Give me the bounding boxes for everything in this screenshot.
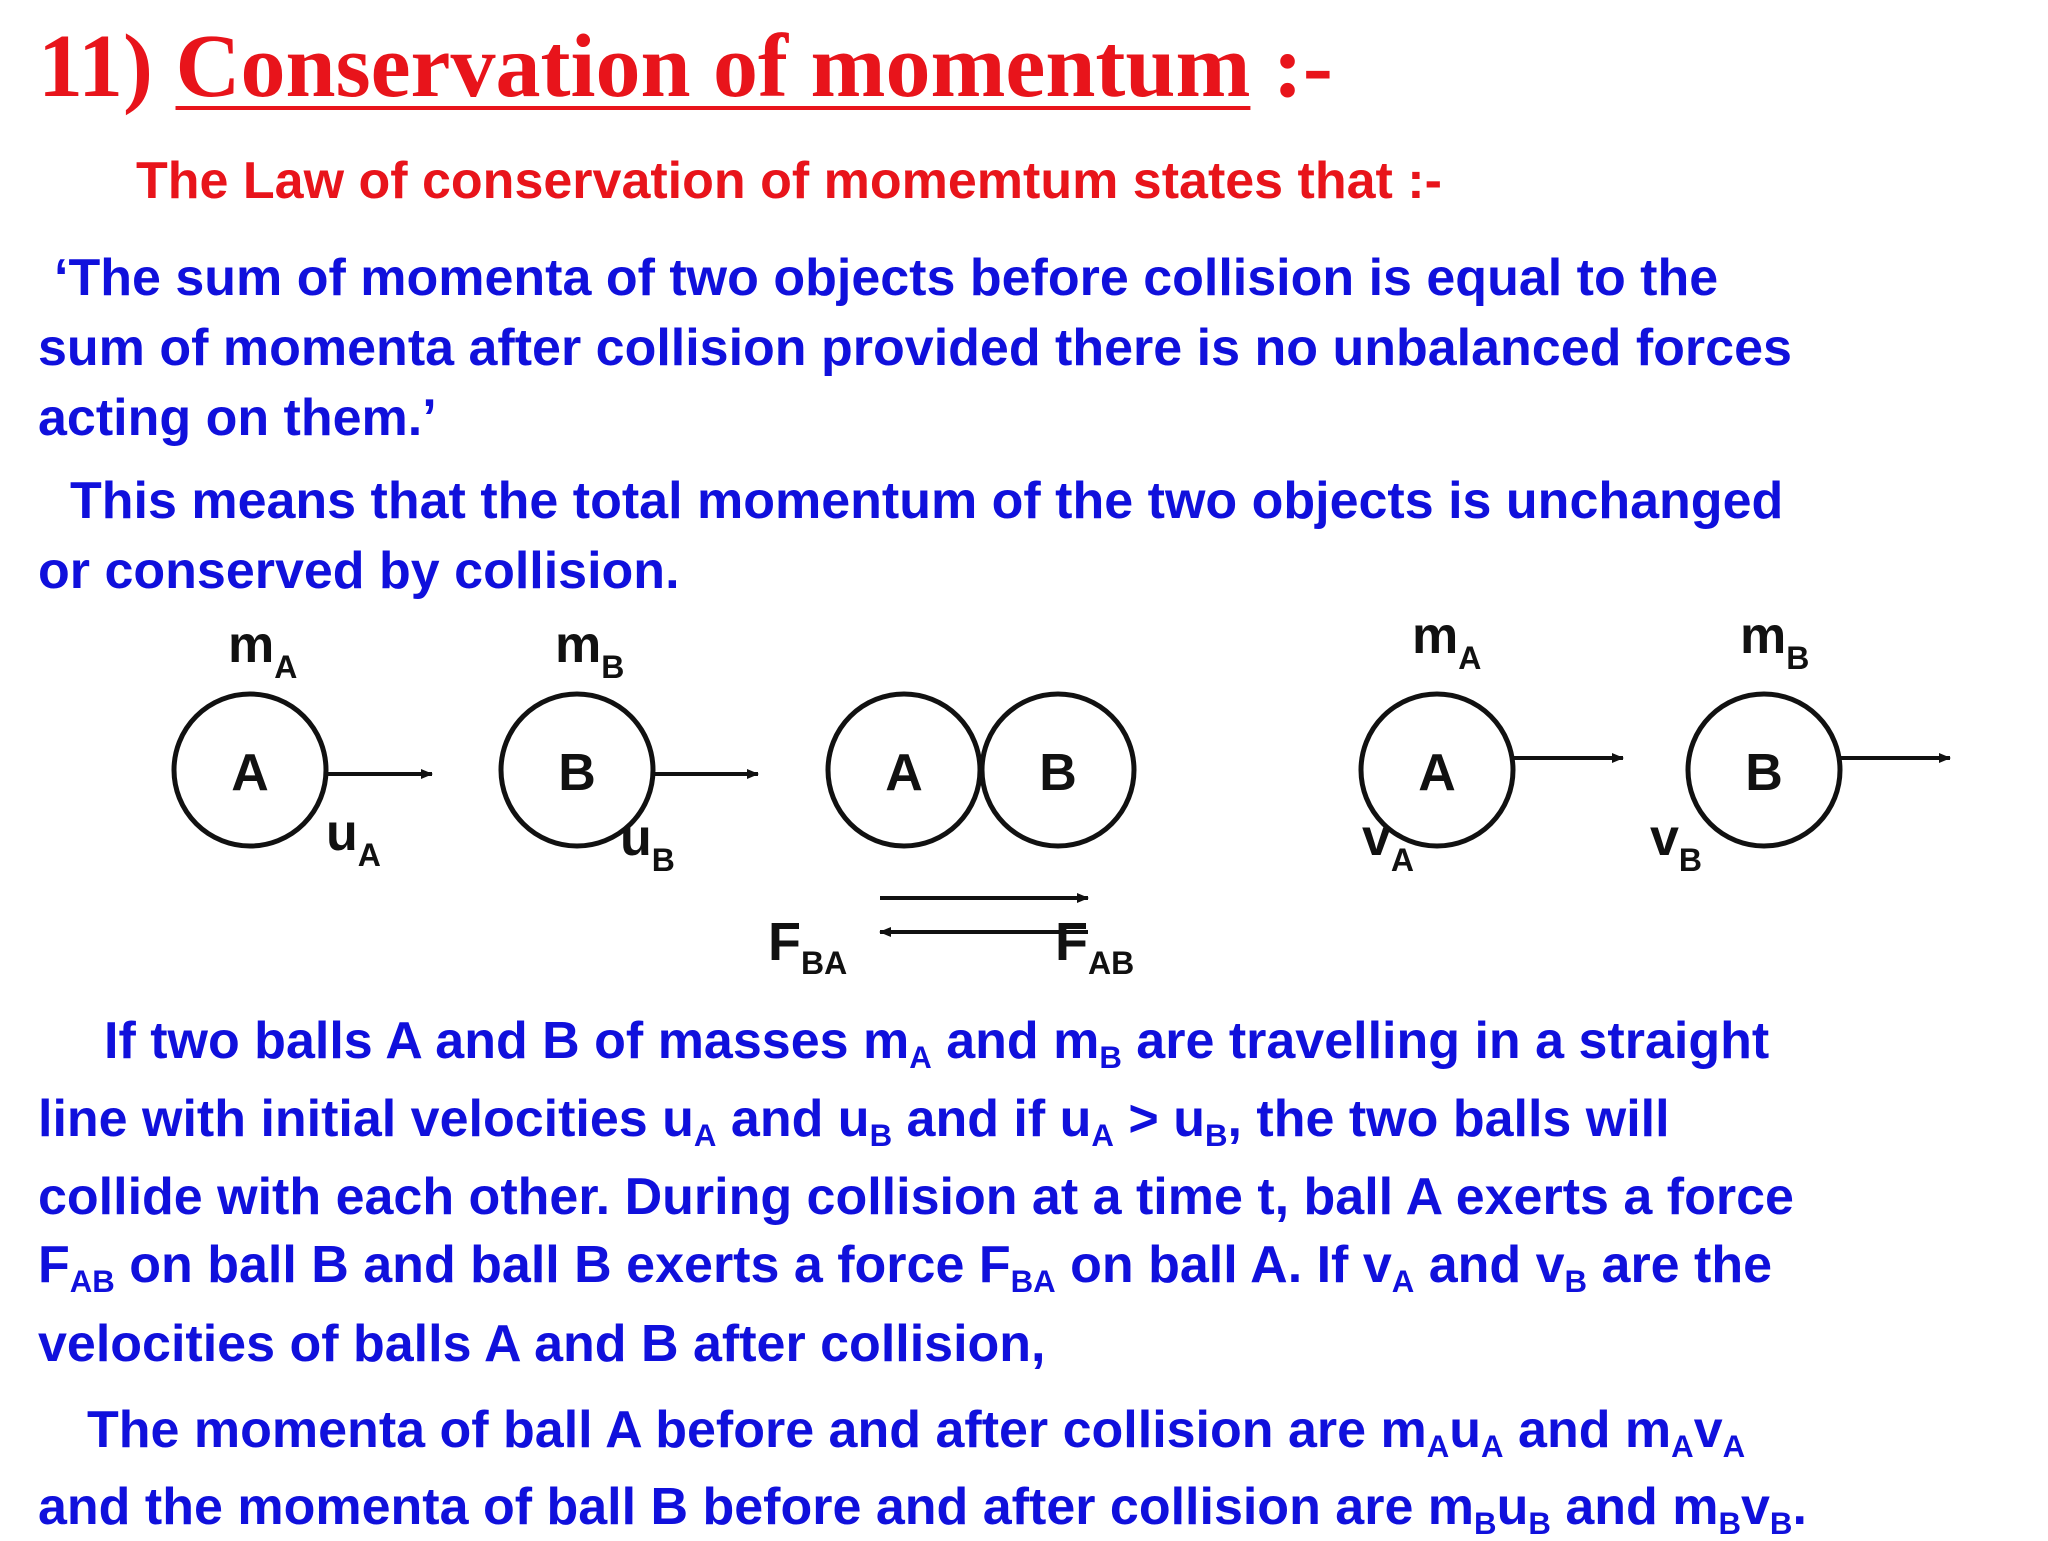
para1-line-3: collide with each other. During collisio… <box>38 1168 1794 1226</box>
v-b-label: vB <box>1650 809 1702 878</box>
collision-diagram: A B A B A B mA mB mA mB uA uB vA vB FBA … <box>171 607 1951 981</box>
title-suffix: :- <box>1272 17 1333 116</box>
ball-b-label-3: B <box>1745 744 1783 802</box>
u-a-label: uA <box>326 804 381 873</box>
mass-b-label-2: mB <box>1740 607 1809 676</box>
u-b-label: uB <box>620 809 675 878</box>
v-a-label: vA <box>1362 809 1414 878</box>
ball-b-after <box>1685 691 1843 849</box>
ball-a-before <box>171 691 329 849</box>
f-ba-label: FBA <box>768 912 847 981</box>
f-ab-label: FAB <box>1055 912 1134 981</box>
statement-line-3: acting on them.’ <box>38 389 437 447</box>
para1-line-2: line with initial velocities uA and uB a… <box>38 1090 1670 1153</box>
para2-line-2: and the momenta of ball B before and aft… <box>38 1478 1807 1541</box>
ball-b-collision <box>979 691 1137 849</box>
para1-line-4: FAB on ball B and ball B exerts a force … <box>38 1236 1773 1299</box>
ball-b-label-1: B <box>558 744 596 802</box>
ball-a-label-2: A <box>885 744 923 802</box>
para1-line-5: velocities of balls A and B after collis… <box>38 1315 1046 1373</box>
mass-b-label-1: mB <box>555 616 624 685</box>
page-title: 11) Conservation of momentum :- <box>38 22 1333 112</box>
para2-line-1: The momenta of ball A before and after c… <box>87 1401 1746 1464</box>
meaning-line-2: or conserved by collision. <box>38 542 680 600</box>
meaning-line-1: This means that the total momentum of th… <box>70 472 1784 530</box>
ball-a-after <box>1358 691 1516 849</box>
ball-b-before <box>498 691 656 849</box>
ball-a-label-3: A <box>1418 744 1456 802</box>
title-number: 11) <box>38 17 154 116</box>
mass-a-label-1: mA <box>228 616 297 685</box>
statement-line-1: ‘The sum of momenta of two objects befor… <box>54 249 1719 307</box>
ball-a-label-1: A <box>231 744 269 802</box>
ball-b-label-2: B <box>1039 744 1077 802</box>
statement-line-2: sum of momenta after collision provided … <box>38 319 1792 377</box>
mass-a-label-2: mA <box>1412 607 1481 676</box>
law-intro: The Law of conservation of momemtum stat… <box>136 152 1442 210</box>
title-text: Conservation of momentum <box>175 17 1251 116</box>
para1-line-1: If two balls A and B of masses mA and mB… <box>104 1012 1770 1075</box>
